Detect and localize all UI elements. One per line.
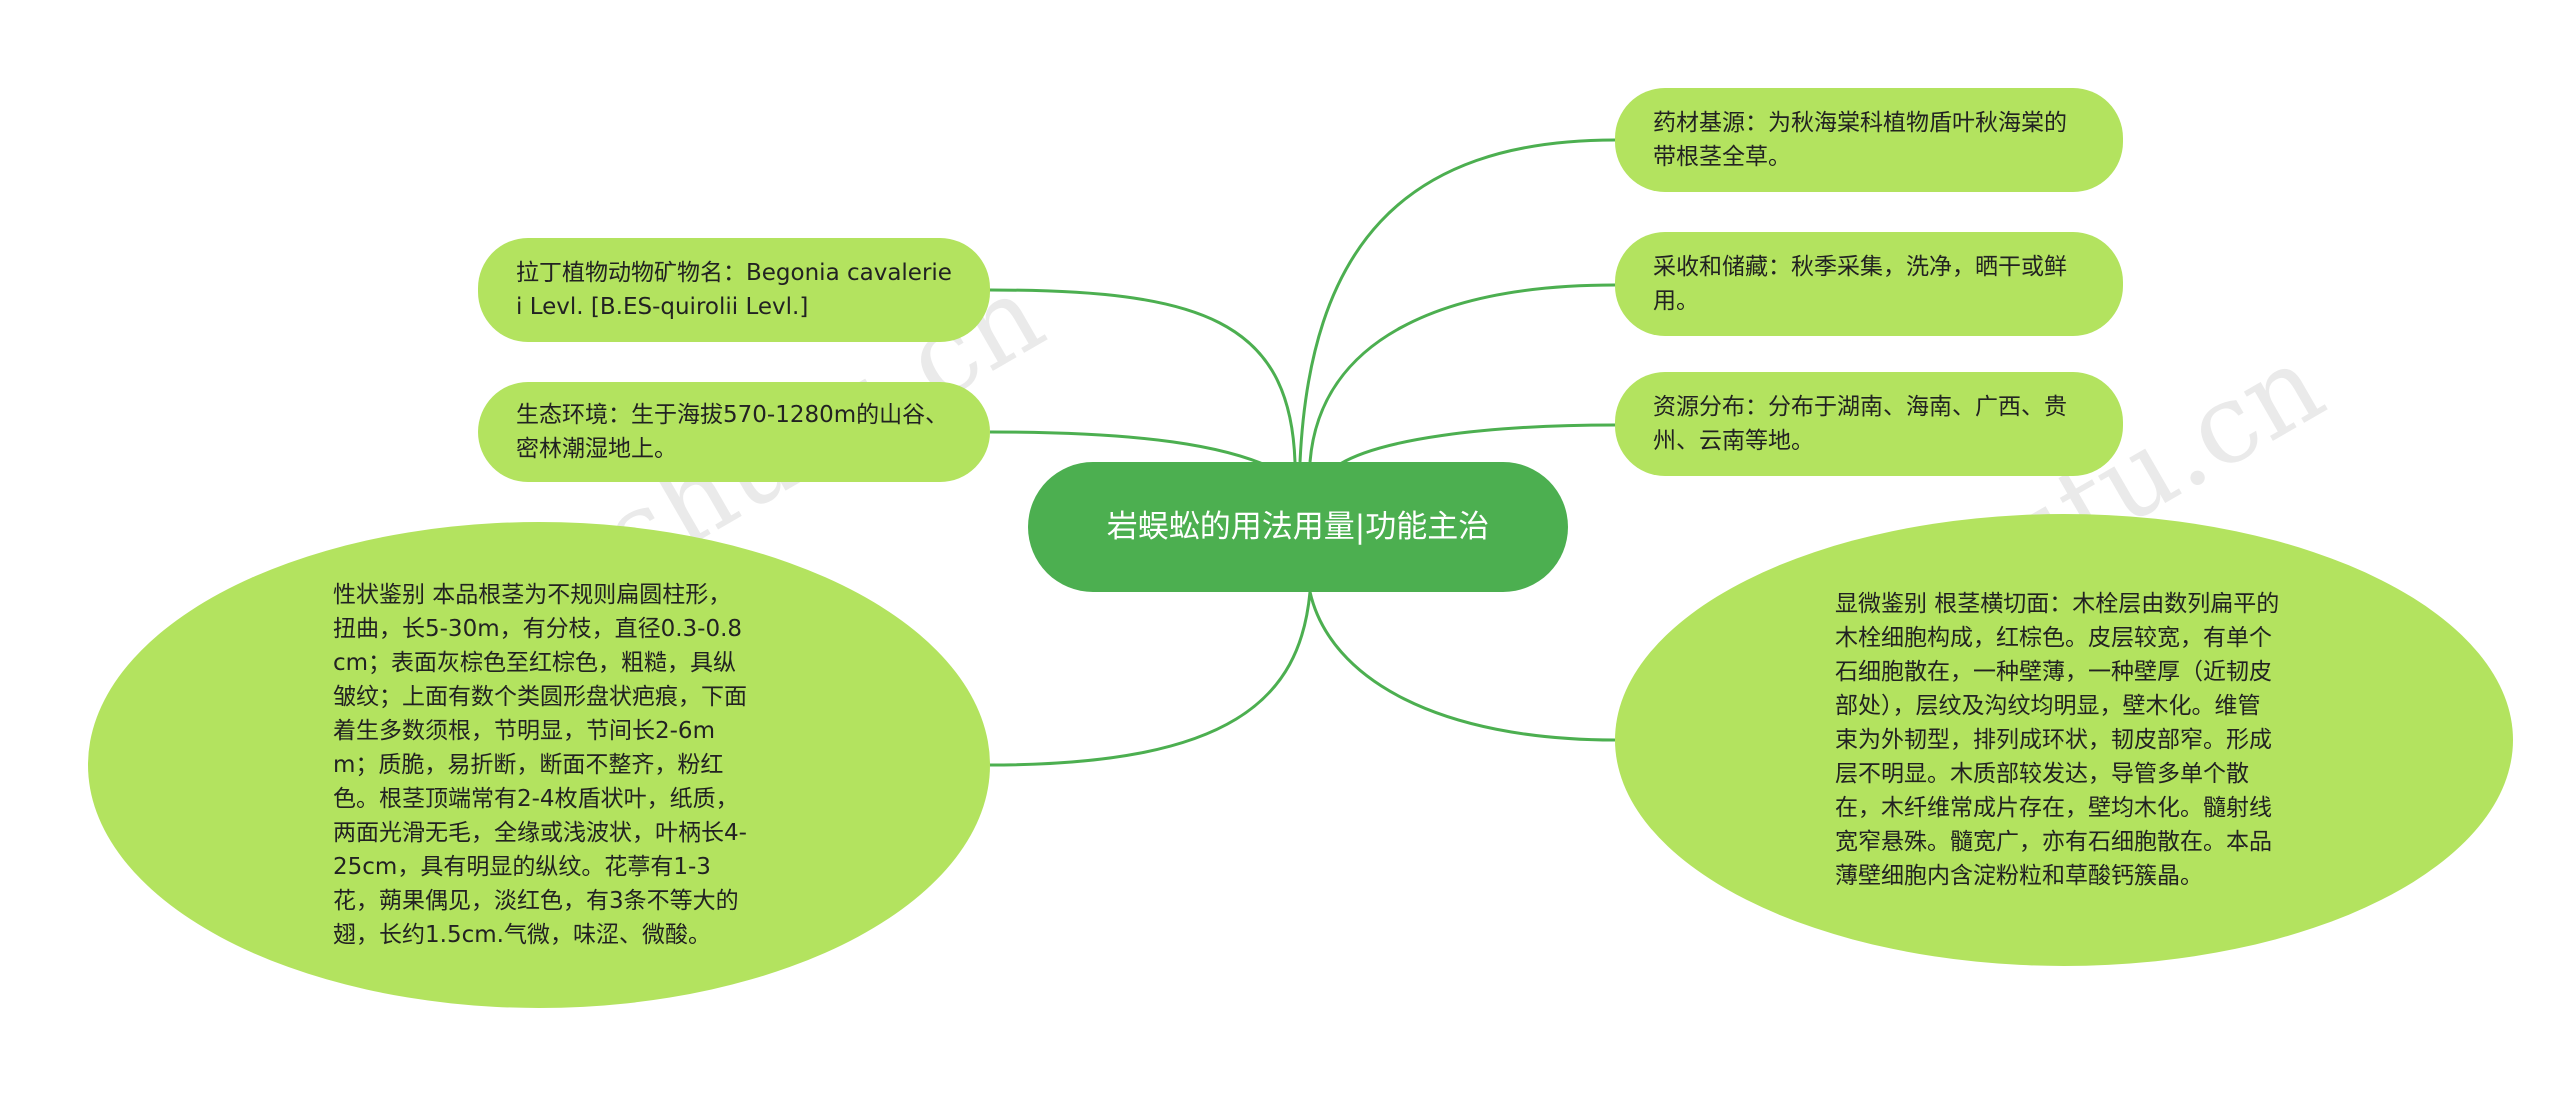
node-harvest-label: 采收和储藏：秋季采集，洗净，晒干或鲜用。	[1653, 254, 2067, 314]
link-microscopy	[1308, 591, 1616, 742]
link-source	[1298, 138, 1616, 463]
node-source[interactable]: 药材基源：为秋海棠科植物盾叶秋海棠的带根茎全草。	[1615, 88, 2123, 192]
center-topic-label: 岩蜈蚣的用法用量|功能主治	[1106, 509, 1490, 545]
link-character	[989, 591, 1312, 767]
node-harvest[interactable]: 采收和储藏：秋季采集，洗净，晒干或鲜用。	[1615, 232, 2123, 336]
node-character[interactable]: 性状鉴别 本品根茎为不规则扁圆柱形，扭曲，长5-30m，有分枝，直径0.3-0.…	[88, 522, 990, 1008]
node-distribution[interactable]: 资源分布：分布于湖南、海南、广西、贵州、云南等地。	[1615, 372, 2123, 476]
node-source-label: 药材基源：为秋海棠科植物盾叶秋海棠的带根茎全草。	[1653, 110, 2067, 170]
node-latin-name[interactable]: 拉丁植物动物矿物名：Begonia cavaleriei Levl. [B.ES…	[478, 238, 990, 342]
node-microscopy-label: 显微鉴别 根茎横切面：木栓层由数列扁平的木栓细胞构成，红棕色。皮层较宽，有单个石…	[1835, 591, 2280, 889]
node-distribution-label: 资源分布：分布于湖南、海南、广西、贵州、云南等地。	[1653, 394, 2067, 454]
center-topic[interactable]: 岩蜈蚣的用法用量|功能主治	[1028, 462, 1568, 592]
link-latin	[989, 288, 1297, 463]
node-character-label: 性状鉴别 本品根茎为不规则扁圆柱形，扭曲，长5-30m，有分枝，直径0.3-0.…	[333, 582, 747, 948]
link-distribution	[1339, 423, 1616, 466]
node-latin-name-label: 拉丁植物动物矿物名：Begonia cavaleriei Levl. [B.ES…	[516, 260, 952, 320]
node-ecology-label: 生态环境：生于海拔570-1280m的山谷、密林潮湿地上。	[516, 402, 949, 462]
link-harvest	[1308, 283, 1616, 463]
node-ecology[interactable]: 生态环境：生于海拔570-1280m的山谷、密林潮湿地上。	[478, 382, 990, 482]
node-microscopy[interactable]: 显微鉴别 根茎横切面：木栓层由数列扁平的木栓细胞构成，红棕色。皮层较宽，有单个石…	[1615, 514, 2513, 966]
